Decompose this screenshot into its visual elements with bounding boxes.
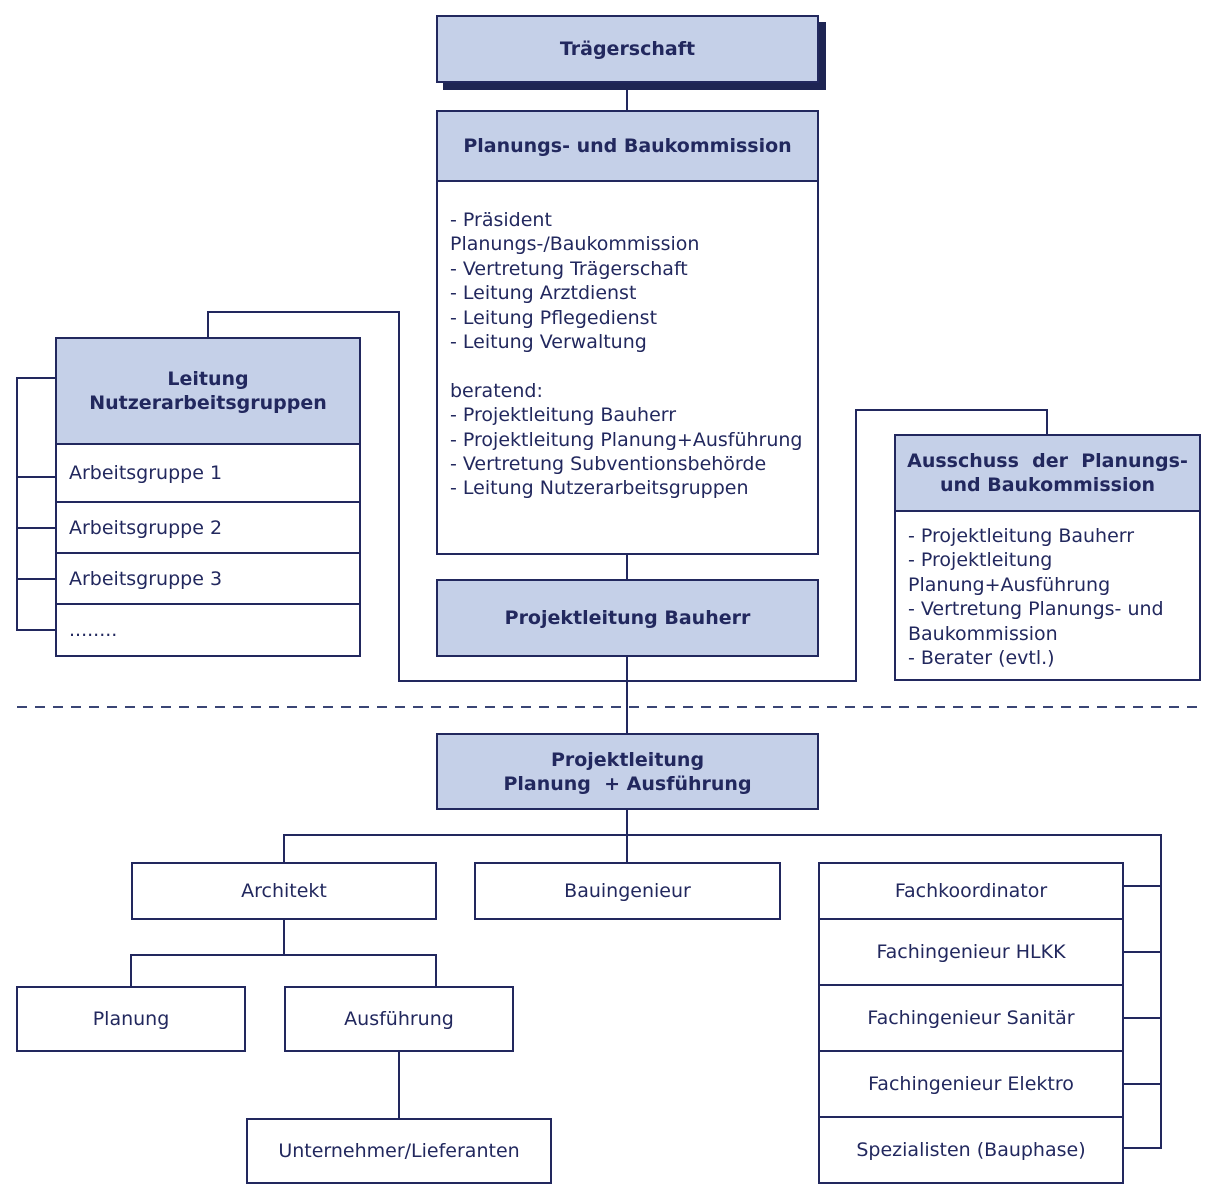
pl-bauherr-box: Projektleitung Bauherr	[436, 579, 819, 657]
ausschuss-members: - Projektleitung Bauherr - Projektleitun…	[894, 512, 1201, 681]
ausfuehrung-box: Ausführung	[284, 986, 514, 1052]
arbeitsgruppe-label: Arbeitsgruppe 3	[69, 567, 223, 590]
connector-arbeitsgruppen-bracket	[16, 377, 55, 631]
kommission-title: Planungs- und Baukommission	[463, 135, 792, 157]
fach-label: Fachingenieur HLKK	[876, 941, 1066, 963]
unternehmer-label: Unternehmer/Lieferanten	[278, 1140, 520, 1162]
architekt-label: Architekt	[241, 880, 327, 902]
arbeitsgruppe-row: Arbeitsgruppe 1	[55, 445, 361, 503]
traegerschaft-box: Trägerschaft	[436, 15, 819, 83]
ausfuehrung-label: Ausführung	[344, 1008, 454, 1030]
ausschuss-header: Ausschuss der Planungs- und Baukommissio…	[894, 434, 1201, 512]
kommission-members: - Präsident Planungs-/Baukommission - Ve…	[436, 182, 819, 555]
nutzer-title-line2: Nutzerarbeitsgruppen	[89, 392, 327, 414]
fach-label: Spezialisten (Bauphase)	[856, 1139, 1086, 1161]
arbeitsgruppe-row: ........	[55, 605, 361, 657]
bauingenieur-box: Bauingenieur	[474, 862, 781, 920]
nutzer-header: Leitung Nutzerarbeitsgruppen	[55, 337, 361, 445]
fachingenieur-sanitaer-box: Fachingenieur Sanitär	[818, 984, 1124, 1052]
arbeitsgruppe-label: Arbeitsgruppe 2	[69, 516, 223, 539]
unternehmer-box: Unternehmer/Lieferanten	[246, 1118, 552, 1184]
arbeitsgruppe-row: Arbeitsgruppe 2	[55, 503, 361, 554]
connector-branch-bar	[283, 834, 1162, 1149]
bauingenieur-label: Bauingenieur	[564, 880, 691, 902]
nutzer-title-line1: Leitung	[167, 368, 249, 390]
pl-bauherr-label: Projektleitung Bauherr	[504, 607, 751, 629]
fachingenieur-elektro-box: Fachingenieur Elektro	[818, 1050, 1124, 1118]
fach-label: Fachingenieur Sanitär	[867, 1007, 1075, 1029]
pl-planung-line2: Planung + Ausführung	[503, 772, 752, 795]
spezialisten-box: Spezialisten (Bauphase)	[818, 1116, 1124, 1184]
planung-box: Planung	[16, 986, 246, 1052]
kommission-header: Planungs- und Baukommission	[436, 110, 819, 182]
arbeitsgruppe-label: ........	[69, 619, 118, 641]
pl-planung-box: Projektleitung Planung + Ausführung	[436, 733, 819, 810]
fachkoordinator-box: Fachkoordinator	[818, 862, 1124, 920]
fach-label: Fachkoordinator	[894, 880, 1048, 902]
fachingenieur-hlkk-box: Fachingenieur HLKK	[818, 918, 1124, 986]
fach-label: Fachingenieur Elektro	[868, 1073, 1074, 1095]
connector-nutzer-loop	[207, 311, 1048, 682]
arbeitsgruppe-label: Arbeitsgruppe 1	[69, 462, 223, 484]
architekt-box: Architekt	[131, 862, 437, 920]
ausschuss-title-line2: und Baukommission	[939, 474, 1156, 496]
planung-label: Planung	[92, 1008, 170, 1030]
pl-planung-line1: Projektleitung	[550, 748, 705, 771]
traegerschaft-label: Trägerschaft	[559, 38, 696, 60]
arbeitsgruppe-row: Arbeitsgruppe 3	[55, 554, 361, 605]
ausschuss-title-line1: Ausschuss der Planungs-	[907, 450, 1188, 472]
